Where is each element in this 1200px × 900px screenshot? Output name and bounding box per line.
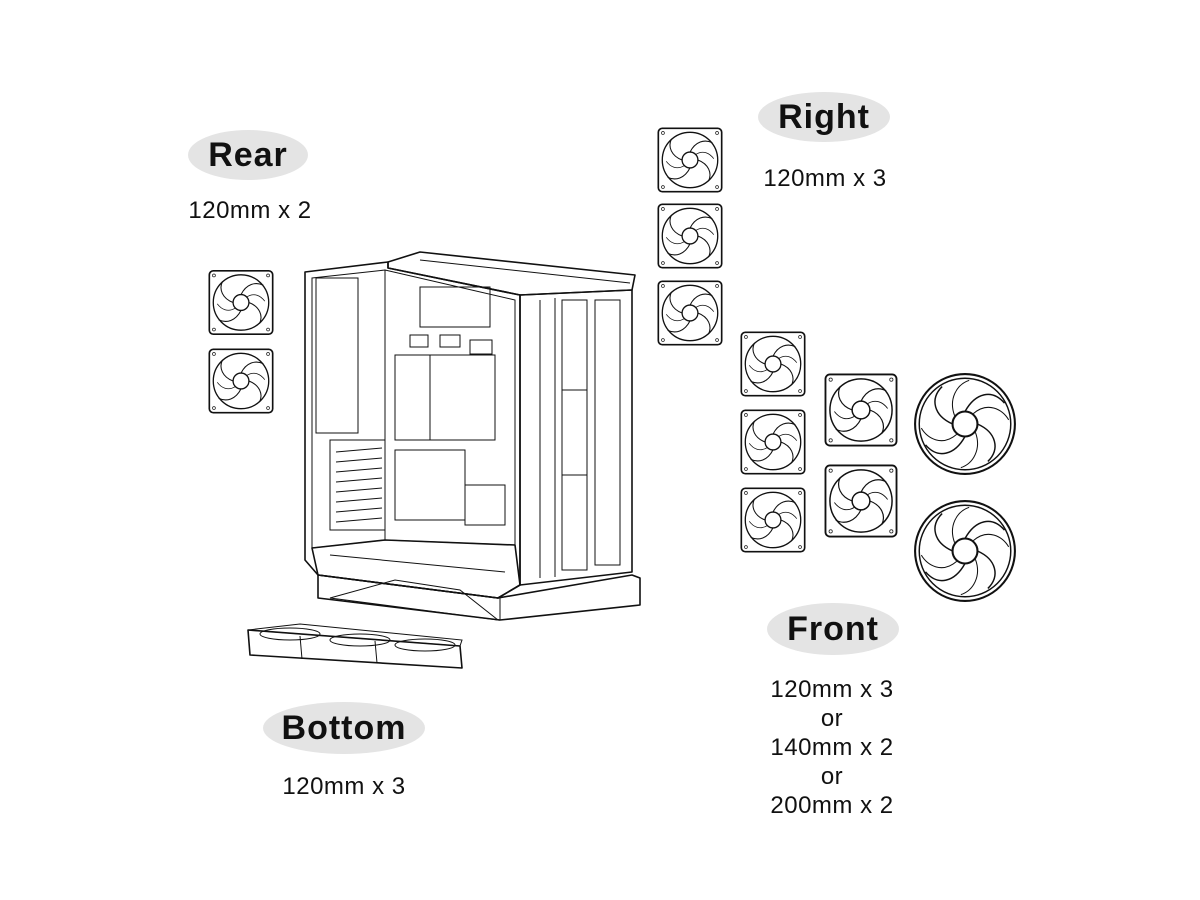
right-fans <box>657 127 723 346</box>
fan-icon <box>824 464 898 538</box>
fan-icon <box>657 127 723 193</box>
fan-icon <box>740 487 806 553</box>
rear-label: Rear <box>188 130 308 180</box>
fan-icon <box>657 280 723 346</box>
right-spec: 120mm x 3 <box>763 165 887 192</box>
fan-icon <box>913 372 1017 476</box>
bottom-spec: 120mm x 3 <box>282 773 406 800</box>
pci-slots <box>329 439 386 531</box>
bottom-fans <box>247 623 463 669</box>
front-spec-line: 140mm x 2 <box>770 734 894 761</box>
bottom-label: Bottom <box>263 702 425 754</box>
front-fans-140 <box>824 373 898 538</box>
fan-icon <box>657 203 723 269</box>
front-spec-line: or <box>820 705 844 732</box>
front-fans-120 <box>740 331 806 553</box>
front-spec-line: 200mm x 2 <box>770 792 894 819</box>
front-label: Front <box>767 603 899 655</box>
rear-fans <box>208 269 274 414</box>
front-fans-200 <box>913 372 1017 603</box>
fan-icon <box>824 373 898 447</box>
pc-case-drawing <box>304 251 641 621</box>
fan-icon <box>740 409 806 475</box>
front-spec: 120mm x 3 or 140mm x 2 or 200mm x 2 <box>752 675 912 820</box>
fan-icon <box>208 269 274 336</box>
fan-icon <box>913 499 1017 603</box>
rear-spec: 120mm x 2 <box>188 197 312 224</box>
front-spec-line: 120mm x 3 <box>770 676 894 703</box>
front-spec-line: or <box>820 763 844 790</box>
fan-icon <box>208 348 274 414</box>
right-label: Right <box>758 92 890 142</box>
fan-icon <box>740 331 806 397</box>
